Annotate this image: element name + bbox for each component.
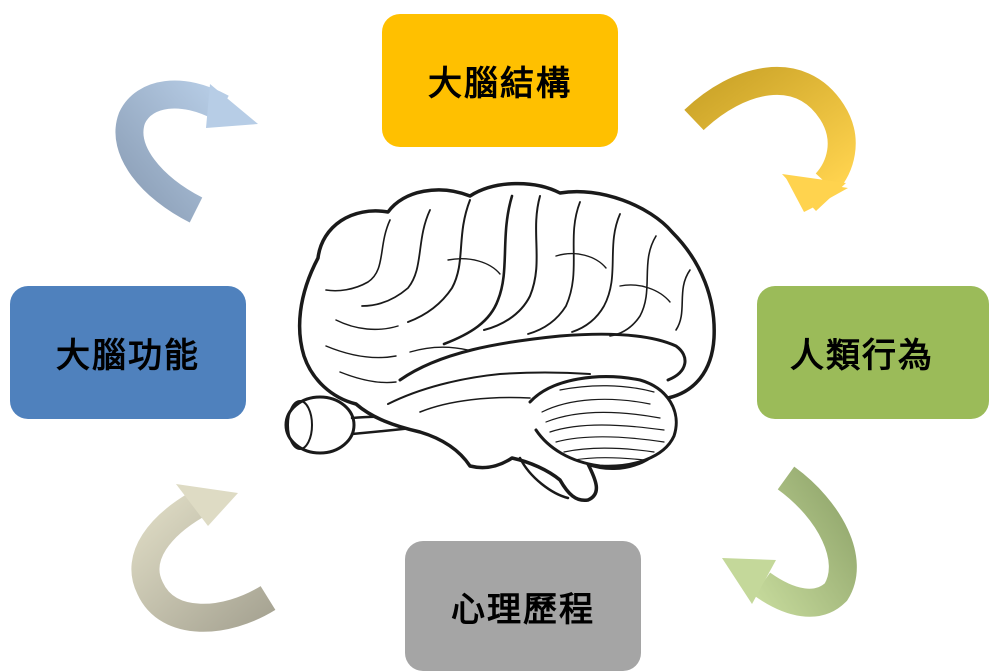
node-human-behavior: 人類行為 <box>757 286 989 419</box>
node-mental-process-label: 心理歷程 <box>451 589 595 630</box>
node-brain-function-label: 大腦功能 <box>56 336 200 376</box>
curved-arrow-icon <box>722 466 857 617</box>
node-brain-function: 大腦功能 <box>10 286 246 419</box>
curved-arrow-icon <box>684 66 856 212</box>
curved-arrow-icon <box>115 80 258 223</box>
node-brain-structure-label: 大腦結構 <box>428 64 572 104</box>
node-brain-structure: 大腦結構 <box>382 14 618 147</box>
node-human-behavior-label: 人類行為 <box>790 336 934 376</box>
curved-arrow-icon <box>131 484 276 632</box>
node-mental-process: 心理歷程 <box>405 541 641 671</box>
